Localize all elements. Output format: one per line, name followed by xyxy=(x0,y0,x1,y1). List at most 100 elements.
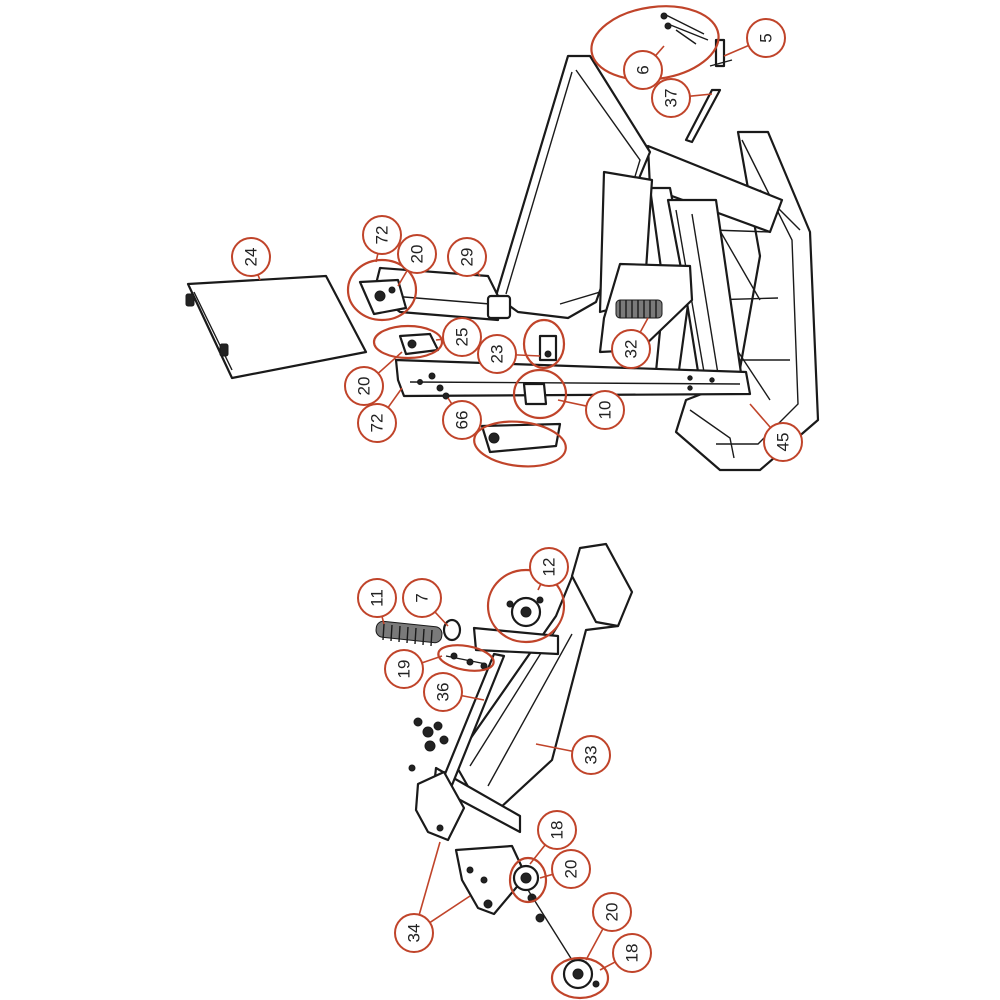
base-frame xyxy=(674,130,820,472)
callout-bubble xyxy=(357,403,397,443)
callout-66: 66 xyxy=(442,397,482,440)
callout-number: 29 xyxy=(458,248,477,267)
leader-line xyxy=(639,317,649,333)
callout-bubble xyxy=(402,578,442,618)
callout-18: 18 xyxy=(599,933,652,973)
leader-line xyxy=(377,351,403,374)
callout-45: 45 xyxy=(749,403,803,462)
callout-bubble xyxy=(231,237,271,277)
callout-number: 72 xyxy=(373,226,392,245)
extension-spring xyxy=(375,618,462,647)
callout-number: 25 xyxy=(453,328,472,347)
callout-bubble xyxy=(397,234,437,274)
callout-number: 32 xyxy=(622,340,641,359)
leader-line xyxy=(397,269,408,287)
callout-number: 33 xyxy=(582,746,601,765)
callout-number: 7 xyxy=(413,593,432,602)
callout-number: 24 xyxy=(242,248,261,267)
callout-29: 29 xyxy=(447,237,487,277)
bearing-parts xyxy=(506,596,600,990)
callout-number: 12 xyxy=(540,558,559,577)
leader-line xyxy=(585,928,604,961)
callout-33: 33 xyxy=(535,735,611,775)
leader-line xyxy=(461,694,485,701)
callout-32: 32 xyxy=(611,317,651,369)
callout-number: 45 xyxy=(774,433,793,452)
callout-bubble xyxy=(537,810,577,850)
lower-assembly xyxy=(375,542,634,1000)
callout-bubble xyxy=(357,578,397,618)
leader-line xyxy=(381,616,385,625)
leader-line xyxy=(749,403,772,429)
callout-72: 72 xyxy=(357,387,403,443)
callout-25: 25 xyxy=(435,317,482,357)
callout-bubble xyxy=(362,215,402,255)
callout-bubble xyxy=(447,237,487,277)
callout-24: 24 xyxy=(231,237,271,281)
pins-and-bolts xyxy=(660,12,733,144)
leader-line xyxy=(529,844,546,865)
leader-line xyxy=(654,45,665,57)
leader-line xyxy=(421,655,443,664)
leader-line xyxy=(447,397,453,405)
leader-line xyxy=(435,338,444,341)
seat-board xyxy=(185,274,368,380)
callout-bubble xyxy=(571,735,611,775)
callout-18: 18 xyxy=(529,810,577,865)
leader-line xyxy=(599,961,616,971)
part-callouts: 6 5 37 24 72 20 29 25 23 32 20 72 66 10 45 11 7 12 19 36 33 1… xyxy=(231,18,803,973)
callout-number: 36 xyxy=(434,683,453,702)
callout-number: 6 xyxy=(634,65,653,74)
callout-23: 23 xyxy=(477,334,541,374)
spring xyxy=(615,299,663,319)
callout-7: 7 xyxy=(402,578,449,627)
leader-line xyxy=(689,93,713,97)
callout-number: 20 xyxy=(603,903,622,922)
callout-11: 11 xyxy=(357,578,397,625)
callout-36: 36 xyxy=(423,672,485,712)
callout-bubble xyxy=(611,329,651,369)
callout-20: 20 xyxy=(585,892,632,961)
callout-19: 19 xyxy=(384,649,443,689)
leader-line xyxy=(434,611,449,627)
foot-pad xyxy=(570,542,634,628)
callout-number: 20 xyxy=(408,245,427,264)
callout-20: 20 xyxy=(539,849,591,889)
callout-20: 20 xyxy=(397,234,437,287)
callout-number: 19 xyxy=(395,660,414,679)
callout-number: 20 xyxy=(562,860,581,879)
callout-34: 34 xyxy=(394,841,471,953)
callout-bubble xyxy=(394,913,434,953)
callout-number: 66 xyxy=(453,411,472,430)
leader-line xyxy=(723,44,749,57)
callout-10: 10 xyxy=(557,390,625,430)
callout-bubble xyxy=(442,317,482,357)
leader-line xyxy=(537,583,542,591)
callout-bubble xyxy=(529,547,569,587)
callout-number: 72 xyxy=(368,414,387,433)
callout-number: 34 xyxy=(405,924,424,943)
leader-line xyxy=(515,354,541,357)
callout-5: 5 xyxy=(723,18,786,58)
callout-bubble xyxy=(592,892,632,932)
callout-bubble xyxy=(384,649,424,689)
leader-line xyxy=(387,387,403,409)
hardware-bits xyxy=(358,278,562,454)
callout-72: 72 xyxy=(362,215,402,263)
callout-number: 18 xyxy=(548,821,567,840)
callout-20: 20 xyxy=(344,351,403,406)
callout-number: 18 xyxy=(623,944,642,963)
highlight-circles-lower xyxy=(437,568,610,1000)
callout-number: 37 xyxy=(662,89,681,108)
leader-line xyxy=(535,743,573,753)
callout-number: 10 xyxy=(596,401,615,420)
callout-37: 37 xyxy=(651,78,713,118)
callout-number: 5 xyxy=(757,33,776,42)
callout-bubble xyxy=(477,334,517,374)
callout-number: 11 xyxy=(368,589,387,607)
pivot-plates xyxy=(414,770,528,916)
callout-number: 23 xyxy=(488,345,507,364)
callout-bubble xyxy=(551,849,591,889)
bolt-cluster xyxy=(408,652,488,772)
